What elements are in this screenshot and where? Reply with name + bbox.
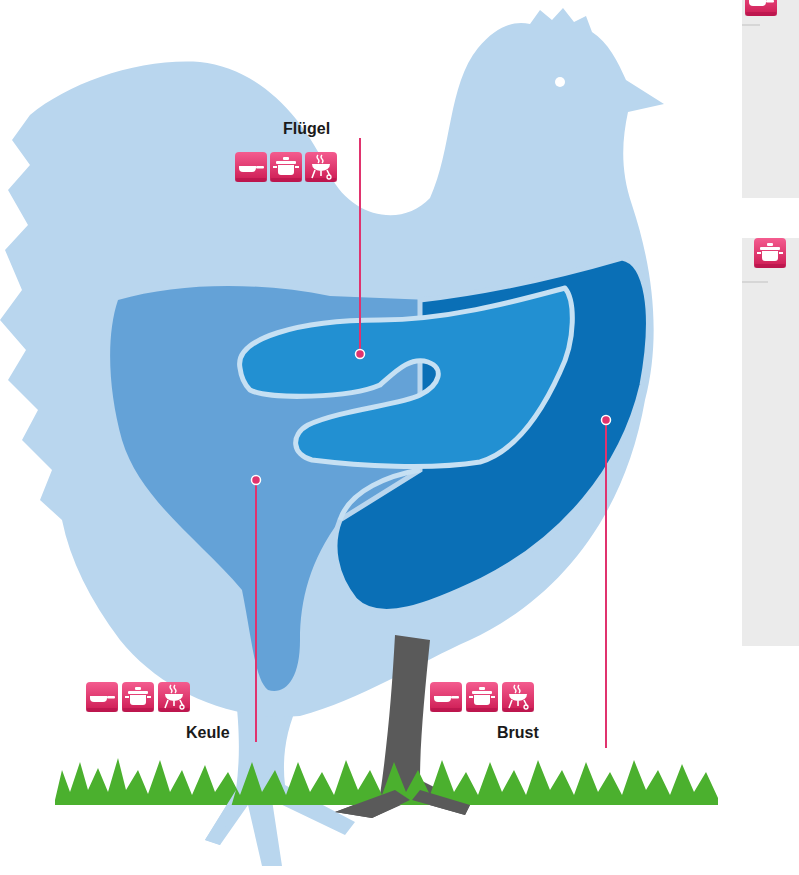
leader-line [359,138,361,354]
leader-dot [356,350,365,359]
pot-icon [270,152,302,182]
part-label: Flügel [283,120,330,138]
leader-lines [252,138,611,748]
chicken-eye [555,77,565,87]
part-label: Keule [186,724,230,742]
side-panel [742,0,799,646]
panel-rule [742,24,760,26]
grill-icon [158,682,190,712]
cooking-icons [86,152,534,712]
pan-icon [745,0,777,16]
leader-dot [252,476,261,485]
pot-icon [122,682,154,712]
region-outline [340,470,420,520]
grill-icon [305,152,337,182]
pot-icon [466,682,498,712]
pot-icon [754,238,786,268]
fluegel-region [240,288,573,466]
chicken-body [0,8,664,717]
chicken-leg [205,790,250,845]
part-label: Brust [497,724,539,742]
pan-icon [86,682,118,712]
panel-rule [742,281,768,283]
leader-line [255,480,257,742]
pan-icon [430,682,462,712]
leader-dot [602,416,611,425]
side-panel-box [742,0,799,198]
side-panel-box [742,238,799,646]
pan-icon [235,152,267,182]
grill-icon [502,682,534,712]
leader-line [605,420,607,748]
chicken-toes [335,790,470,818]
